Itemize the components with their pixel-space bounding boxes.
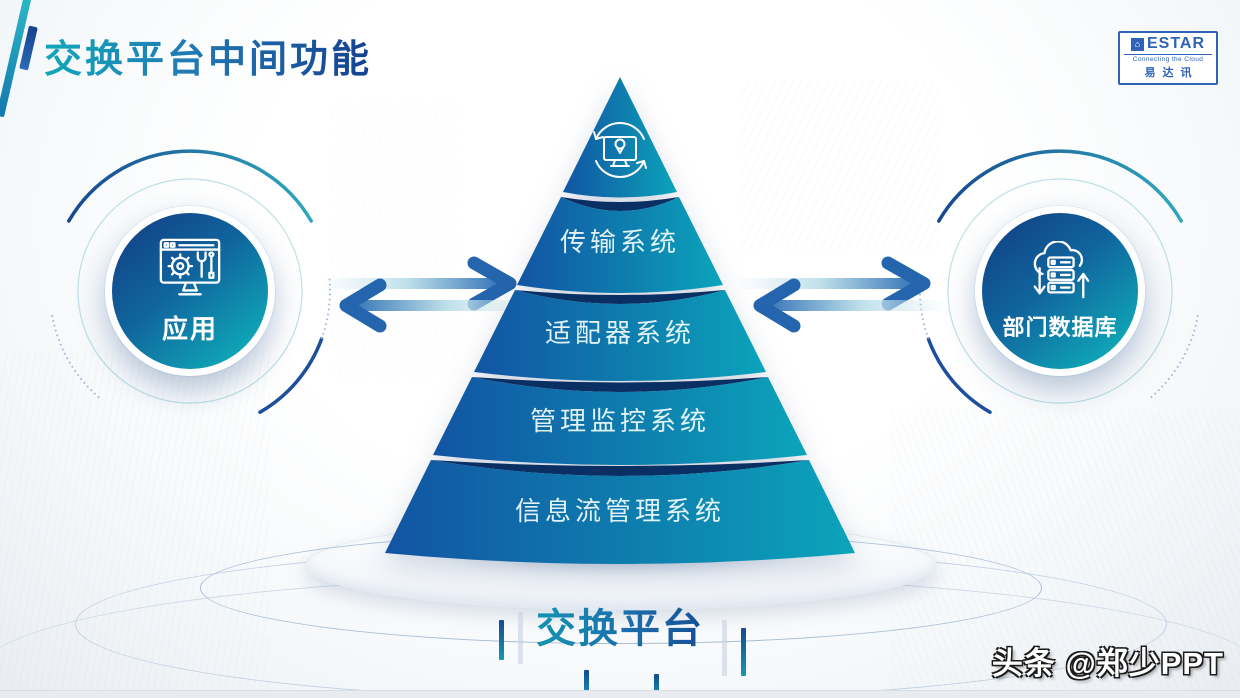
left-node-label: 应用 <box>161 314 218 344</box>
right-bidirectional-exchange-arrow-icon <box>738 256 944 333</box>
platform-bar <box>654 674 659 698</box>
platform-bar <box>741 628 746 676</box>
estar-logo: ⌂ ESTAR Connecting the Cloud 易达讯 <box>1118 31 1218 85</box>
estar-logo-row: ⌂ ESTAR <box>1124 35 1212 55</box>
page-title: 交换平台中间功能 <box>44 28 372 83</box>
pyramid: 传输系统 适配器系统 管理监控系统 信息流管理系统 <box>385 77 855 564</box>
platform-bar-ghost <box>518 612 523 664</box>
platform-label: 交换平台 <box>495 596 745 654</box>
pyramid-layer-label: 管理监控系统 <box>530 406 710 436</box>
left-node: 应用 <box>105 206 275 376</box>
app-settings-monitor-icon <box>159 238 221 296</box>
watermark: 头条 @郑少PPT <box>991 646 1224 681</box>
bottom-strip <box>0 690 1240 698</box>
pyramid-layer-2 <box>474 290 766 381</box>
pyramid-layer-4 <box>385 460 855 564</box>
pyramid-layer-3 <box>433 377 807 465</box>
estar-logo-tagline: Connecting the Cloud <box>1132 56 1204 63</box>
estar-logo-name: ESTAR <box>1146 35 1206 52</box>
right-node: 部门数据库 <box>975 206 1145 376</box>
platform-bar <box>499 620 504 660</box>
pyramid-layer-1 <box>517 197 723 293</box>
platform-bar-ghost <box>722 620 727 676</box>
right-node-label: 部门数据库 <box>1002 314 1118 340</box>
pyramid-layer-label: 适配器系统 <box>545 318 695 348</box>
estar-house-icon: ⌂ <box>1130 37 1144 51</box>
platform-bar <box>584 670 589 698</box>
location-monitor-sync-icon <box>593 122 647 178</box>
cloud-database-sync-icon <box>1033 240 1090 298</box>
pyramid-layer-label: 传输系统 <box>560 227 680 257</box>
pyramid-layer-label: 信息流管理系统 <box>515 496 725 526</box>
left-bidirectional-exchange-arrow-icon <box>324 256 530 333</box>
estar-logo-chinese: 易达讯 <box>1144 67 1199 79</box>
